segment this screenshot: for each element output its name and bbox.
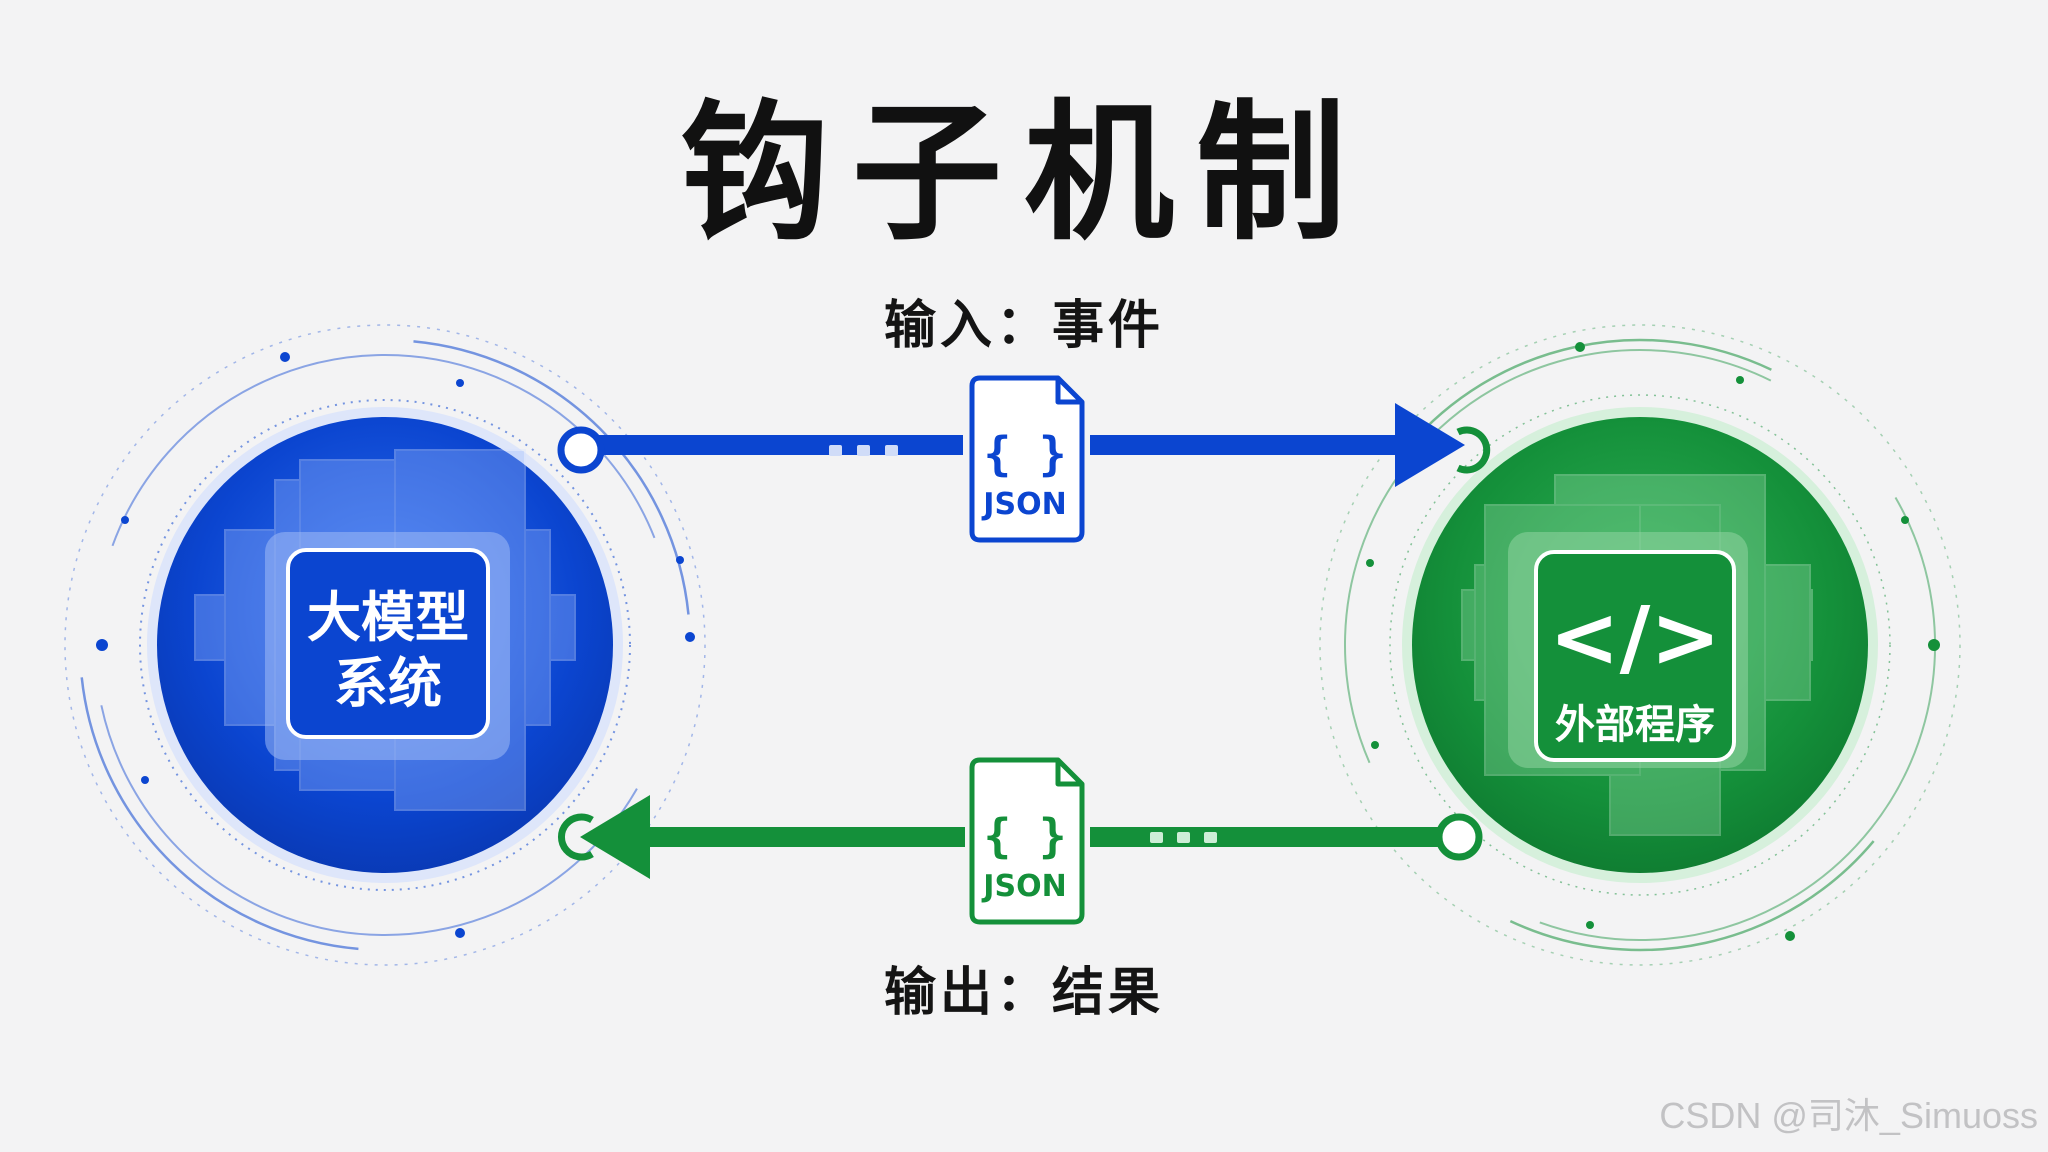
code-icon: </> xyxy=(1549,588,1720,686)
input-arrowhead xyxy=(1395,403,1465,487)
llm-system-label-line1: 大模型 xyxy=(307,586,469,649)
watermark: CSDN @司沐_Simuoss xyxy=(1659,1095,2038,1136)
llm-system-node: 大模型 系统 xyxy=(64,324,706,966)
output-start-handle[interactable] xyxy=(1435,813,1483,861)
input-label: 输入：事件 xyxy=(884,296,1164,356)
page-title: 钩子机制 xyxy=(680,87,1368,261)
input-json-document-icon[interactable]: { } JSON xyxy=(969,375,1085,543)
output-json-label: JSON xyxy=(981,869,1066,904)
external-program-node: </> 外部程序 xyxy=(1319,324,1961,966)
input-dots xyxy=(829,445,898,456)
llm-system-box[interactable] xyxy=(286,548,490,739)
output-arrowhead xyxy=(580,795,650,879)
output-json-document-icon[interactable]: { } JSON xyxy=(969,757,1085,925)
input-flow: 输入：事件 { } JSON xyxy=(557,296,1491,543)
output-end-handle[interactable] xyxy=(558,813,594,861)
external-program-box[interactable] xyxy=(1534,550,1736,762)
output-dots xyxy=(1150,832,1217,843)
input-start-handle[interactable] xyxy=(557,426,605,474)
input-json-label: JSON xyxy=(981,487,1066,522)
input-json-braces: { } xyxy=(983,427,1066,481)
output-json-braces: { } xyxy=(983,809,1066,863)
input-end-handle[interactable] xyxy=(1456,426,1491,474)
external-program-label: 外部程序 xyxy=(1555,702,1715,748)
output-label: 输出：结果 xyxy=(884,963,1164,1023)
output-flow: { } JSON 输出：结果 xyxy=(558,757,1483,1023)
llm-system-label-line2: 系统 xyxy=(334,652,442,715)
